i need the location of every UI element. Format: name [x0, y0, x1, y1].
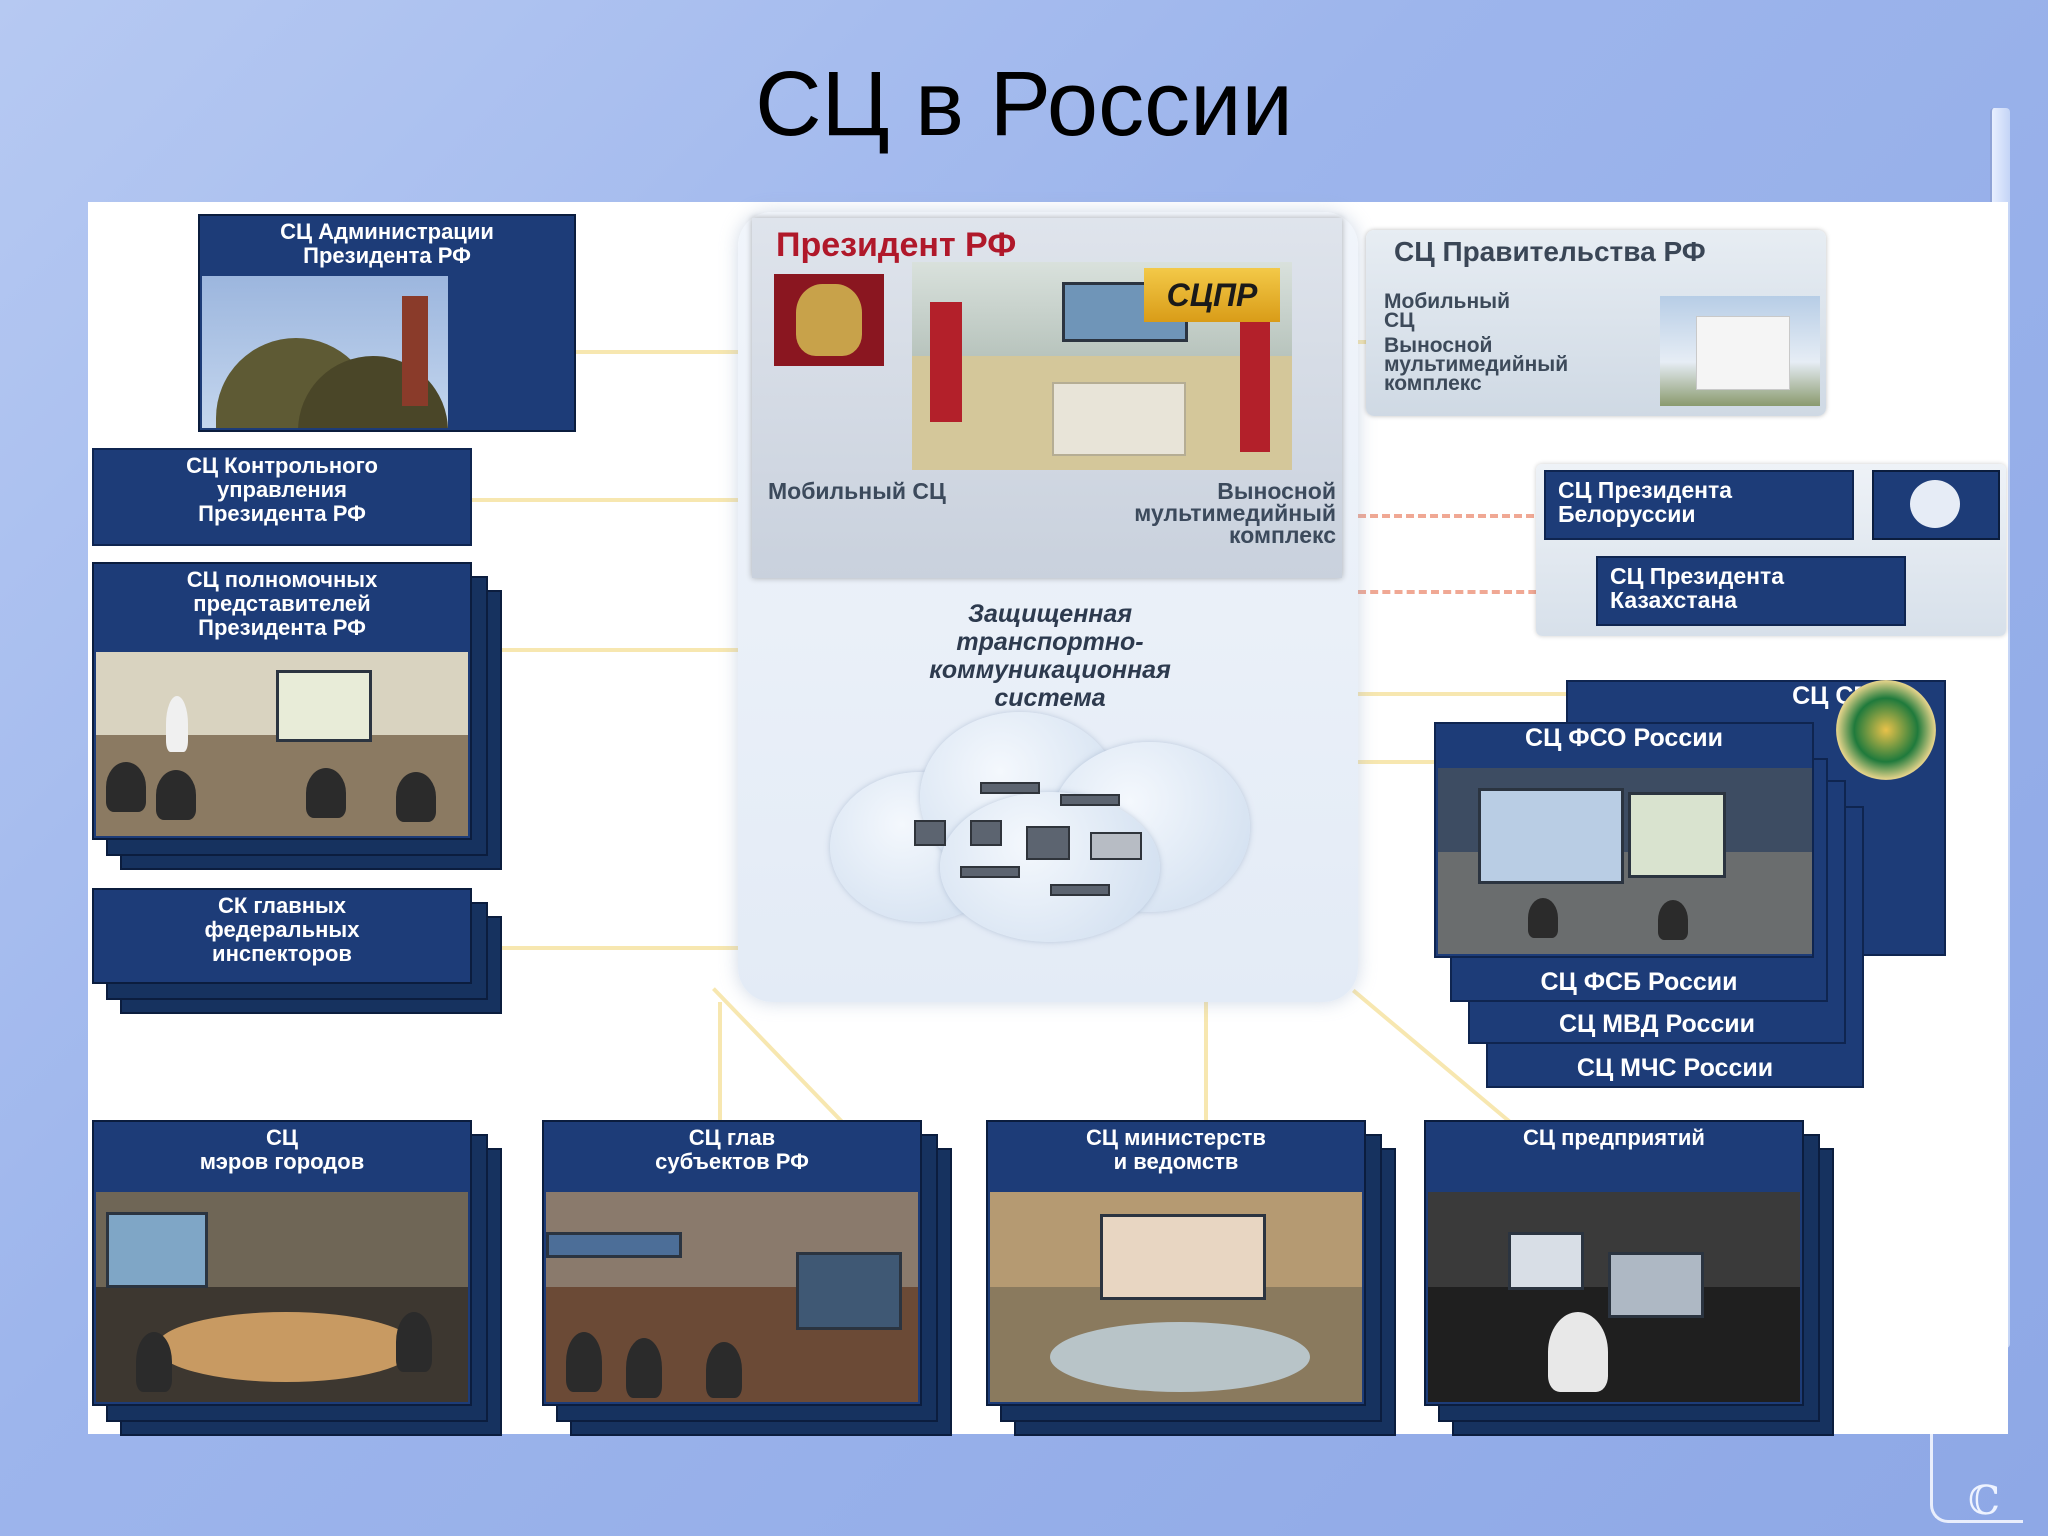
connector-line [450, 350, 740, 354]
enterprises-line1: СЦ предприятий [1523, 1125, 1705, 1150]
government-captions: Мобильный СЦ Выносной мультимедийный ком… [1384, 290, 1569, 395]
enterprises-room-photo [1428, 1192, 1800, 1402]
mayors-card: СЦ мэров городов [92, 1120, 504, 1436]
switch-icon [1050, 884, 1110, 896]
connector-line [488, 946, 740, 950]
slide-logo-icon: ℂ [1968, 1478, 2000, 1524]
connector-line [358, 498, 740, 502]
remote-caption-line1: Выносной [1217, 478, 1336, 504]
fso-box: СЦ ФСО России [1434, 722, 1814, 958]
ministries-line2: и ведомств [1113, 1149, 1239, 1174]
ministries-card: СЦ министерств и ведомств [986, 1120, 1398, 1436]
mobile-caption: Мобильный СЦ [768, 478, 946, 504]
admin-president-line1: СЦ Администрации [280, 219, 494, 244]
regions-line1: СЦ глав [688, 1125, 776, 1150]
computer-icon [914, 820, 946, 846]
diagram-panel: Президент РФ СЦПР Мобильный СЦ Выносной … [88, 202, 2008, 1436]
ministries-room-photo [990, 1192, 1362, 1402]
remote-caption-line2: мультимедийный [1134, 500, 1336, 526]
regions-card: СЦ глав субъектов РФ [542, 1120, 954, 1436]
coat-of-arms-icon [774, 274, 884, 366]
envoys-meeting-photo [96, 652, 468, 836]
scpr-label: СЦПР [1144, 268, 1280, 322]
dashed-connector [1358, 514, 1558, 518]
envoys-card: СЦ полномочных представителей Президента… [92, 562, 504, 870]
inspectors-line1: СК главных [217, 893, 347, 918]
president-title: Президент РФ [776, 226, 1017, 264]
cis-emblem-icon [1872, 470, 2000, 540]
remote-caption-line3: комплекс [1229, 522, 1336, 548]
switch-icon [980, 782, 1040, 794]
enterprises-card: СЦ предприятий [1424, 1120, 1836, 1436]
connector-line [488, 648, 740, 652]
dashed-connector [1358, 590, 1658, 594]
fso-room-photo [1438, 768, 1812, 954]
network-cloud-icon [830, 702, 1260, 942]
belarus-box: СЦ Президента Белоруссии [1544, 470, 1854, 540]
mayors-room-photo [96, 1192, 468, 1402]
security-council-emblem-icon [1836, 680, 1936, 780]
mayors-line1: СЦ [266, 1125, 298, 1150]
admin-president-card: СЦ Администрации Президента РФ [198, 214, 576, 432]
admin-president-line2: Президента РФ [303, 243, 471, 268]
ministries-line1: СЦ министерств [1086, 1125, 1266, 1150]
inspectors-card: СК главных федеральных инспекторов [92, 888, 504, 1014]
switch-icon [1060, 794, 1120, 806]
envoys-line2: представителей [193, 591, 371, 616]
regions-room-photo [546, 1192, 918, 1402]
white-house-photo [1660, 296, 1820, 406]
connector-line [1356, 692, 1716, 696]
mayors-line2: мэров городов [199, 1149, 365, 1174]
switch-icon [960, 866, 1020, 878]
inspectors-line2: федеральных [204, 917, 360, 942]
inspectors-line3: инспекторов [212, 941, 352, 966]
server-icon [1090, 832, 1142, 860]
server-icon [1026, 826, 1070, 860]
control-department-box: СЦ Контрольного управления Президента РФ [92, 448, 472, 546]
envoys-line1: СЦ полномочных [186, 567, 378, 592]
president-card: Президент РФ СЦПР Мобильный СЦ Выносной … [752, 218, 1342, 578]
government-card: СЦ Правительства РФ Мобильный СЦ Выносно… [1366, 230, 1826, 416]
envoys-line3: Президента РФ [198, 615, 366, 640]
kazakhstan-box: СЦ Президента Казахстана [1596, 556, 1906, 626]
network-title: Защищенная транспортно- коммуникационная… [929, 600, 1171, 712]
government-title: СЦ Правительства РФ [1394, 236, 1706, 267]
connector-line [1204, 1002, 1208, 1136]
slide-title: СЦ в России [755, 53, 1293, 155]
decorative-corner [1930, 1400, 2023, 1523]
computer-icon [970, 820, 1002, 846]
kremlin-photo [202, 276, 448, 428]
connector-line [718, 1002, 722, 1136]
regions-line2: субъектов РФ [655, 1149, 809, 1174]
